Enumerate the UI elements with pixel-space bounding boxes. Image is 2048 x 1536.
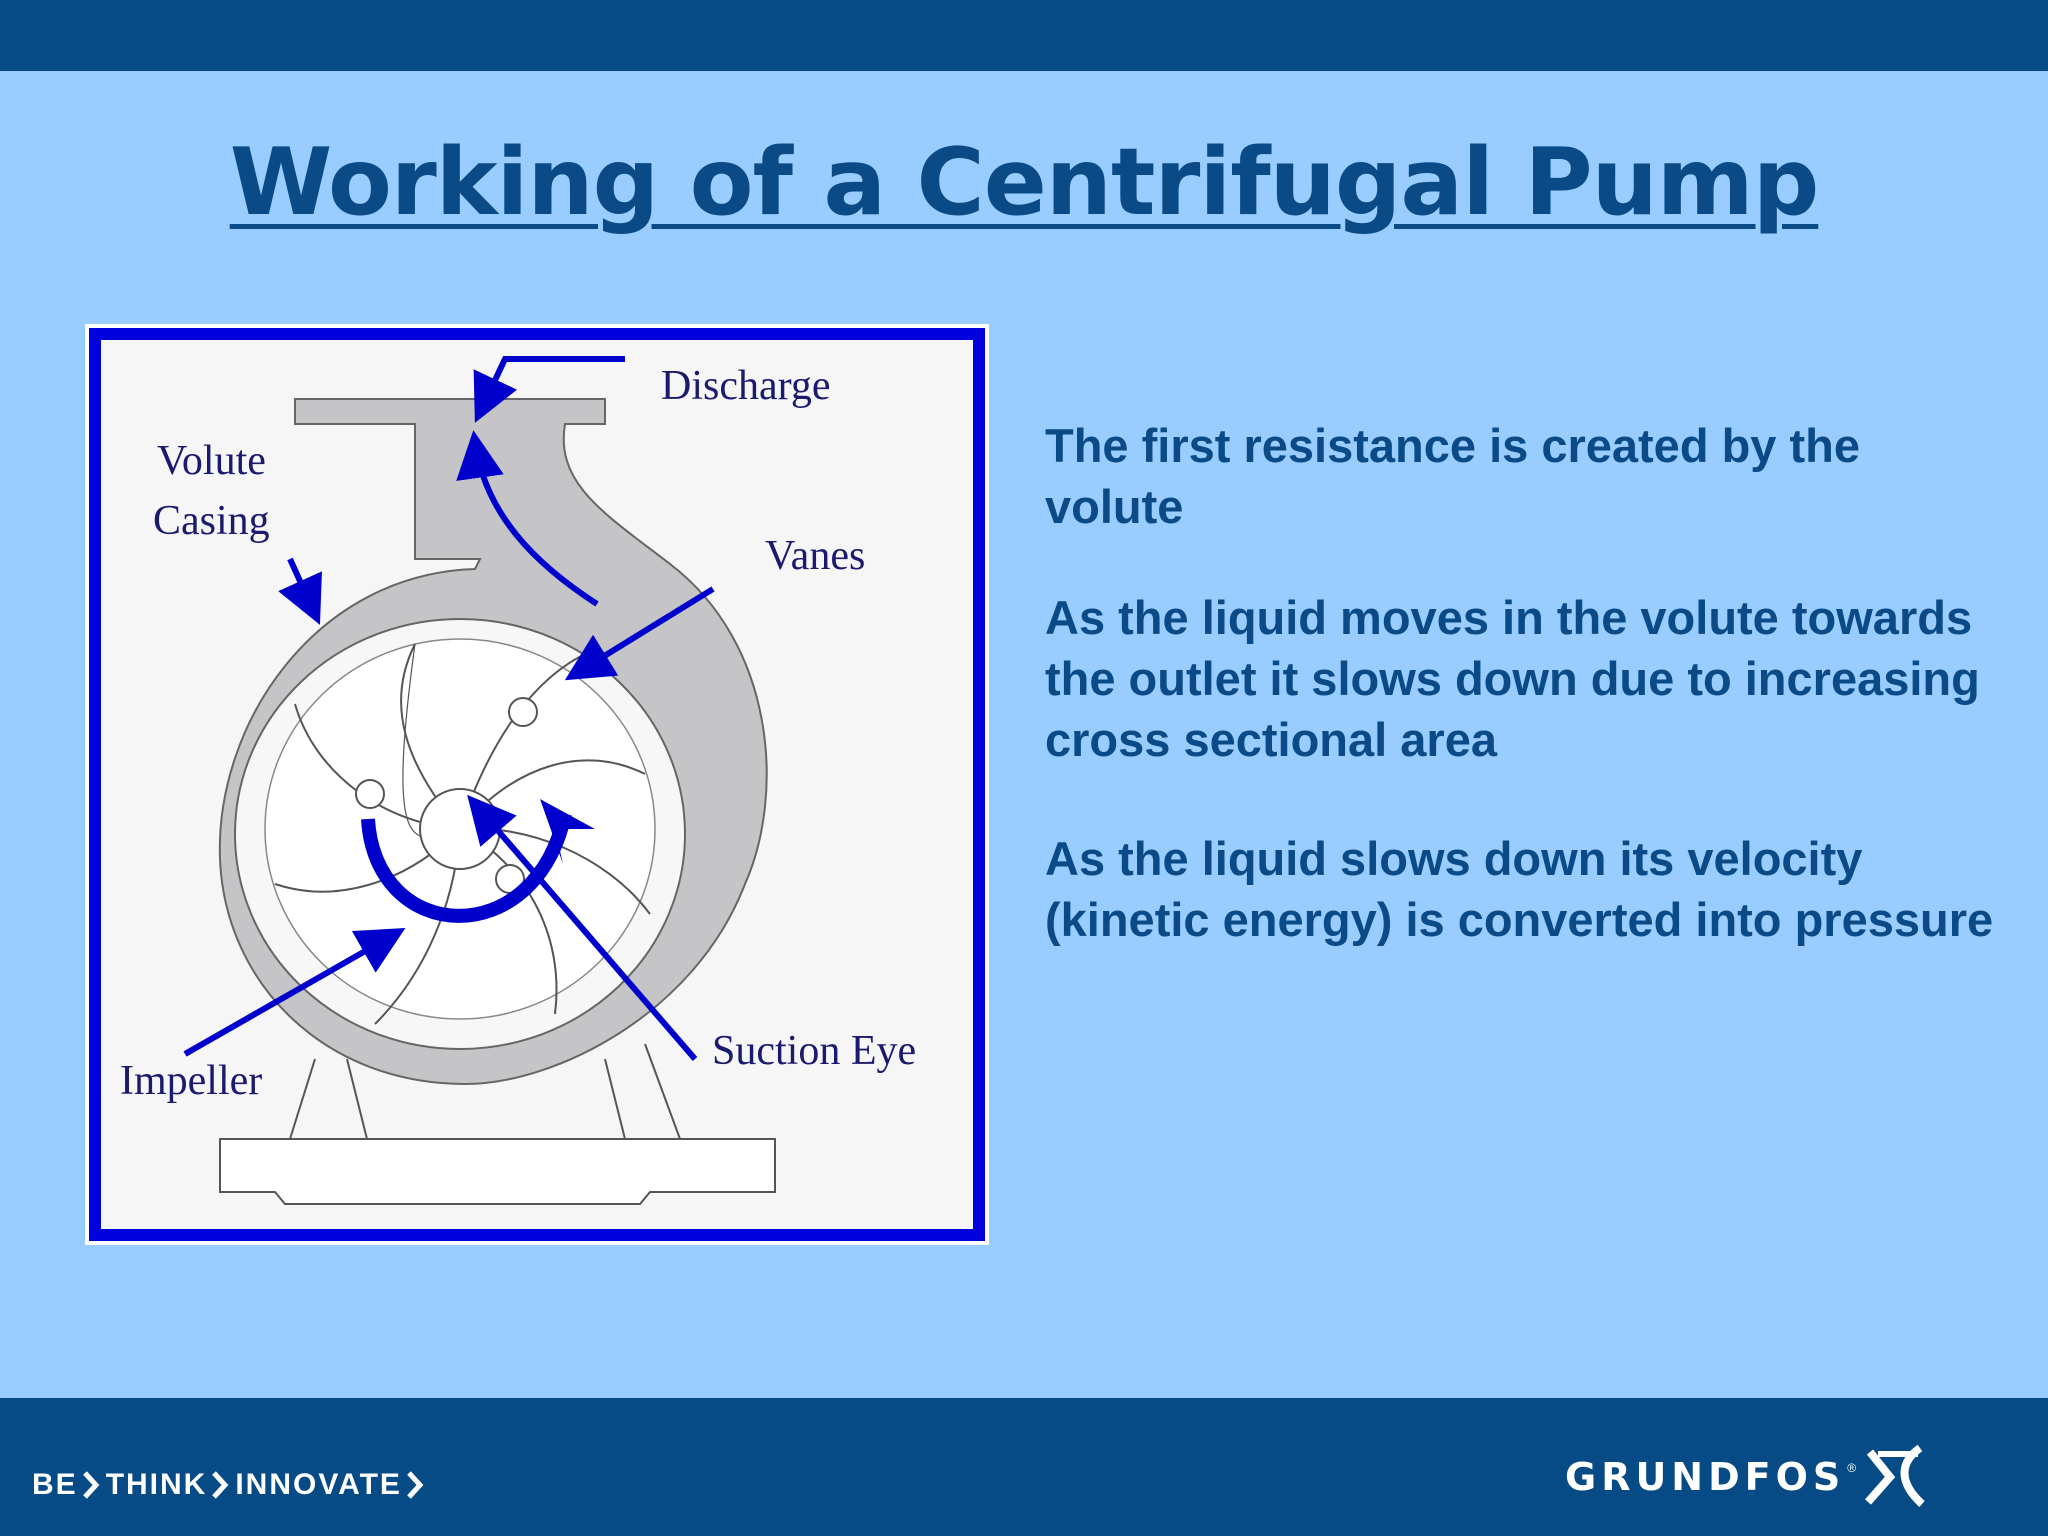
tagline: BE THINK INNOVATE <box>32 1465 430 1505</box>
tagline-innovate: INNOVATE <box>235 1468 402 1501</box>
paragraph-1: The first resistance is created by the v… <box>1045 419 1860 533</box>
tagline-think: THINK <box>105 1468 208 1501</box>
bottom-bar <box>0 1398 2048 1536</box>
grundfos-logo-icon <box>1865 1444 1925 1507</box>
grundfos-logo: GRUNDFOS ® <box>1565 1432 2015 1522</box>
pump-diagram: Discharge Volute Casing Vanes Impeller S… <box>85 324 989 1245</box>
label-discharge: Discharge <box>661 363 831 409</box>
chevron-right-icon <box>407 1471 424 1499</box>
paragraph-3: As the liquid slows down its velocity (k… <box>1045 832 1994 946</box>
rotation-arrow-head <box>540 799 595 864</box>
top-bar <box>0 0 2048 71</box>
tagline-be: BE <box>32 1468 78 1501</box>
pump-base <box>219 1043 776 1205</box>
label-vanes: Vanes <box>765 533 865 579</box>
chevron-right-icon <box>212 1471 229 1499</box>
logo-text: GRUNDFOS <box>1565 1455 1846 1499</box>
pump-diagram-svg: Discharge Volute Casing Vanes Impeller S… <box>89 328 985 1241</box>
logo-registered-mark: ® <box>1847 1461 1857 1475</box>
label-volute: Volute <box>157 438 266 484</box>
label-casing: Casing <box>153 498 270 544</box>
paragraph-2: As the liquid moves in the volute toward… <box>1045 591 1980 766</box>
explanation-text: The first resistance is created by the v… <box>1045 415 2005 950</box>
chevron-right-icon <box>82 1471 100 1499</box>
rotation-arrow <box>361 812 572 923</box>
slide-title: Working of a Centrifugal Pump <box>229 128 1820 236</box>
label-impeller: Impeller <box>120 1058 262 1104</box>
label-suction-eye: Suction Eye <box>712 1028 916 1074</box>
flow-arrows <box>183 356 715 1061</box>
